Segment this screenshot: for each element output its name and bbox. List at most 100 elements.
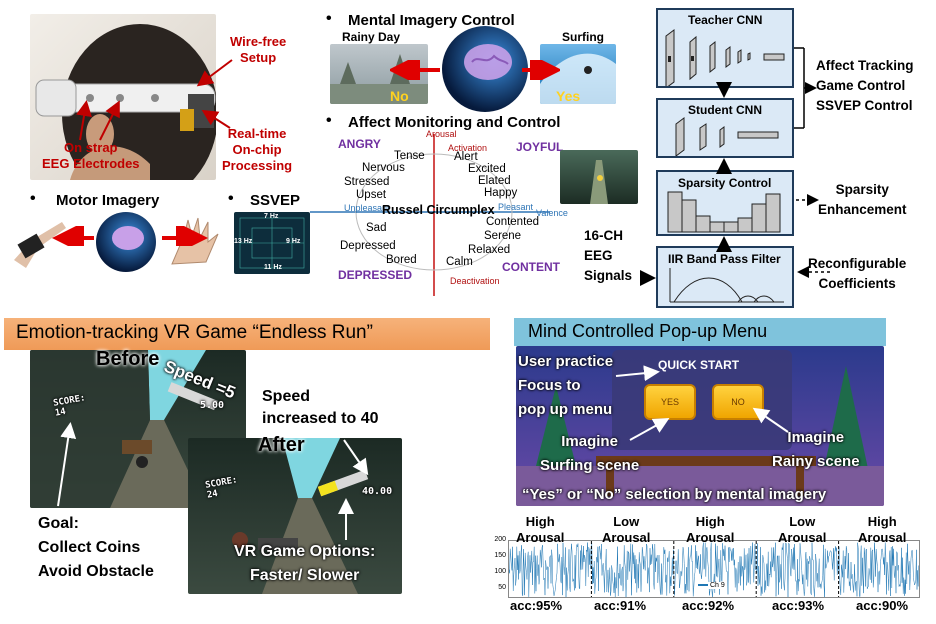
menu-caption: “Yes” or “No” selection by mental imager… [522, 486, 827, 503]
yes-text: Yes [556, 88, 581, 104]
mental-arrows [390, 60, 560, 80]
sparsity-histogram [667, 191, 781, 233]
no-text: No [390, 88, 409, 104]
circumplex-axes [310, 134, 550, 296]
eeg-legend: Ch 9 [696, 582, 727, 589]
eeg-input-label: 16-CH EEG Signals [584, 228, 633, 283]
ssvep-freq-bottom: 11 Hz [264, 264, 282, 271]
ytick-150: 150 [494, 552, 506, 559]
ssvep-freq-left: 13 Hz [234, 238, 253, 245]
vr-game-banner: Emotion-tracking VR Game “Endless Run” [4, 318, 490, 350]
motor-bullet: • [30, 190, 36, 207]
quadrant-content: CONTENT [502, 260, 560, 274]
reconfigurable-coeffs-label: Reconfigurable Coefficients [808, 256, 907, 291]
wire-free-label: Wire-free Setup [230, 34, 287, 65]
pipeline-arrows [640, 47, 830, 286]
speed-value-before: 5.00 [200, 400, 225, 411]
before-label: Before [96, 348, 160, 370]
emotion-depressed: Depressed [340, 240, 396, 252]
user-practice-label: User practice Focus to pop up menu [518, 353, 614, 418]
segment-label-1: Low Arousal [602, 514, 651, 545]
emotion-alert: Alert [454, 151, 478, 163]
vr-game-before-screen [30, 350, 246, 508]
motor-arrows [52, 226, 208, 246]
student-cnn-box: Student CNN [656, 98, 794, 158]
axis-arousal: Arousal [426, 129, 457, 139]
iir-filter-box: IIR Band Pass Filter [656, 246, 794, 308]
headset-illustration [35, 24, 216, 180]
goal-label: Goal: Collect Coins Avoid Obstacle [38, 515, 154, 580]
ssvep-freq-right: 9 Hz [286, 238, 301, 245]
emotion-calm: Calm [446, 256, 473, 268]
eeg-plot-area [508, 540, 920, 598]
speed-value-after: 40.00 [362, 486, 393, 497]
student-cnn-label: Student CNN [688, 103, 762, 117]
rainy-day-label: Rainy Day [342, 30, 401, 44]
pleasant-label: Pleasant [498, 202, 534, 212]
iir-response [669, 268, 784, 303]
segment-label-4: High Arousal [858, 514, 907, 545]
ytick-200: 200 [494, 536, 506, 543]
segment-acc-4: acc:90% [856, 598, 909, 613]
ytick-50: 50 [498, 584, 506, 591]
headset-arrows [76, 59, 233, 141]
iir-filter-label: IIR Band Pass Filter [668, 252, 781, 266]
menu-banner: Mind Controlled Pop-up Menu [514, 318, 886, 346]
quadrant-depressed: DEPRESSED [338, 268, 413, 282]
emotion-sad: Sad [366, 222, 387, 234]
unpleasant-label: Unpleasant [344, 203, 390, 213]
electrodes-label: On strap EEG Electrodes [42, 140, 140, 171]
segment-label-3: Low Arousal [778, 514, 827, 545]
legend-swatch [698, 584, 708, 587]
segment-acc-3: acc:93% [772, 598, 825, 613]
segment-acc-0: acc:95% [510, 598, 563, 613]
emotion-stressed: Stressed [344, 176, 390, 188]
headset-photo [30, 14, 216, 180]
deactivation-label: Deactivation [450, 276, 500, 286]
mental-imagery-title: Mental Imagery Control [348, 12, 515, 29]
ssvep-freq-top: 7 Hz [264, 213, 279, 220]
quick-start-label: QUICK START [658, 358, 740, 372]
menu-title: Mind Controlled Pop-up Menu [528, 321, 768, 341]
circumplex-label: Russel Circumplex [382, 203, 495, 217]
vr-game-title: Emotion-tracking VR Game “Endless Run” [16, 322, 373, 343]
ssvep-bullet: • [228, 190, 234, 207]
eeg-signal [509, 541, 919, 597]
vr-game-arrows [57, 422, 369, 540]
brain-head-icon [442, 26, 528, 112]
segment-acc-2: acc:92% [682, 598, 735, 613]
menu-scene [516, 346, 884, 506]
sparsity-enhancement-label: Sparsity Enhancement [818, 182, 907, 217]
eeg-trace [509, 542, 919, 597]
emotion-serene: Serene [484, 230, 522, 242]
eeg-plot: 200 150 100 50 Ch 9 High Arousal Low Aro… [486, 510, 926, 622]
emotion-relaxed: Relaxed [468, 244, 511, 256]
affect-game-thumbnail [560, 150, 638, 204]
legend-label: Ch 9 [709, 582, 725, 589]
quadrant-angry: ANGRY [338, 137, 381, 151]
pipeline-outputs-label: Affect Tracking Game Control SSVEP Contr… [816, 58, 914, 113]
segment-label-0: High Arousal [516, 514, 565, 545]
yes-button[interactable]: YES [644, 384, 696, 420]
emotion-contented: Contented [486, 216, 540, 228]
quadrant-joyful: JOYFUL [516, 140, 564, 154]
surfing-photo [540, 44, 616, 104]
motor-imagery-label: Motor Imagery [56, 192, 160, 209]
segment-label-2: High Arousal [686, 514, 735, 545]
mental-imagery-bullet: • [326, 10, 332, 27]
valence-label: Valence [536, 208, 568, 218]
emotion-nervous: Nervous [362, 162, 405, 174]
sparsity-control-label: Sparsity Control [678, 176, 772, 190]
motor-brain-icon [96, 212, 156, 272]
imagine-rain-label: Imagine Rainy scene [772, 429, 860, 470]
activation-label: Activation [448, 143, 488, 153]
teacher-cnn-layers [665, 29, 785, 86]
affect-title: Affect Monitoring and Control [348, 114, 561, 131]
emotion-tense: Tense [394, 150, 425, 162]
realtime-label: Real-time On-chip Processing [222, 126, 293, 173]
teacher-cnn-label: Teacher CNN [688, 13, 763, 27]
emotion-bored: Bored [386, 254, 417, 266]
ytick-100: 100 [494, 568, 506, 575]
imagine-surf-label: Imagine Surfing scene [540, 433, 640, 474]
menu-arrows [615, 365, 789, 441]
